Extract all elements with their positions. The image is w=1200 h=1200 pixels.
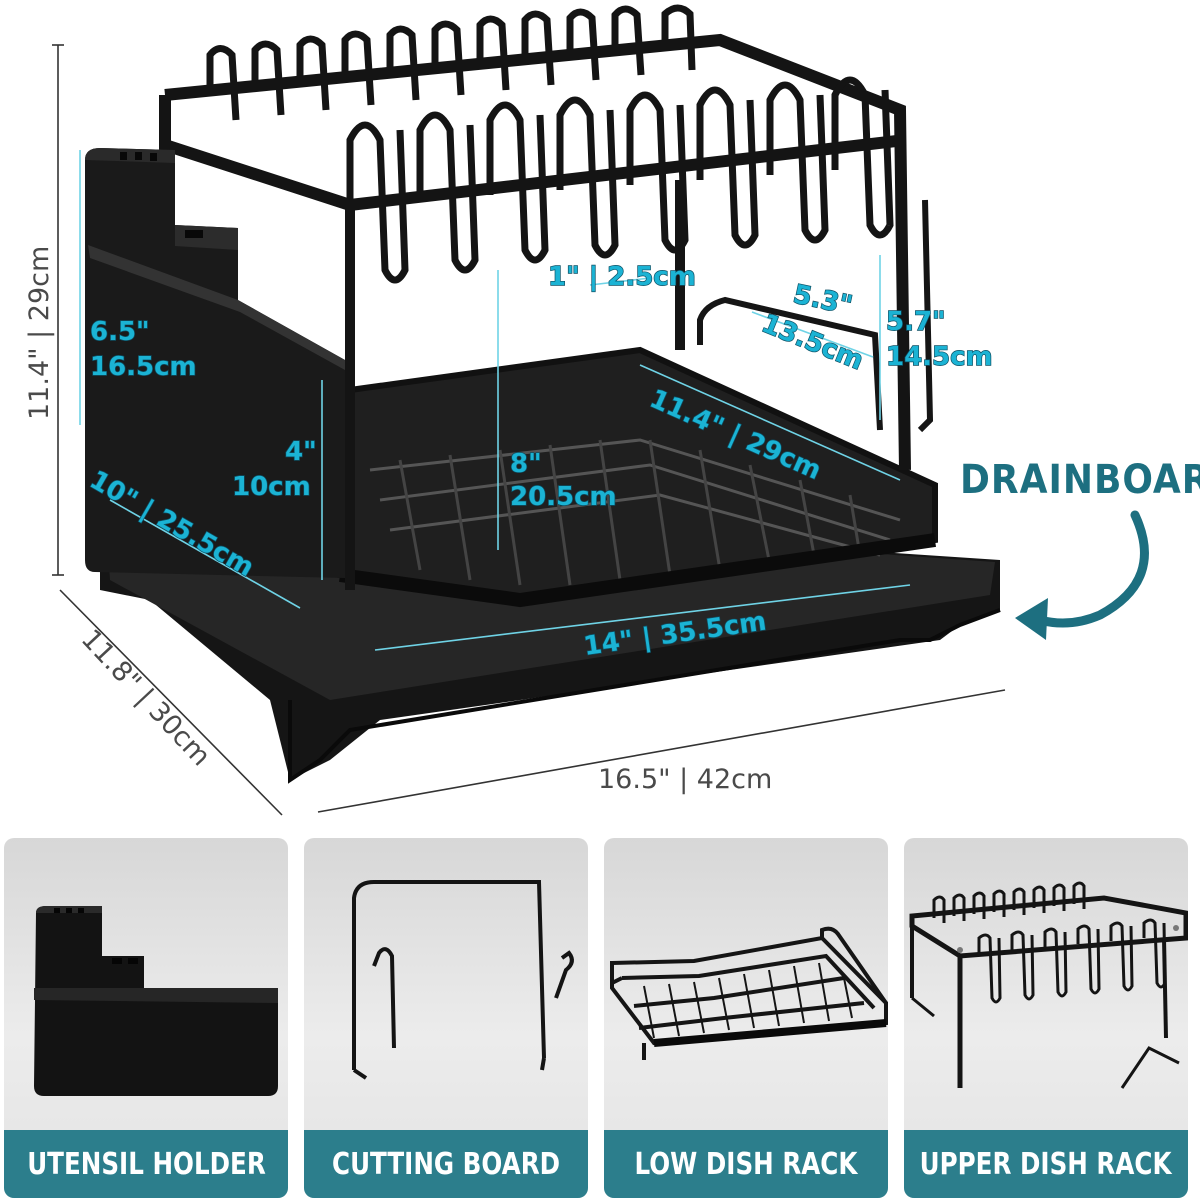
cyan-dimension-guides — [79, 150, 911, 651]
low-dish-rack-illustration — [336, 346, 938, 608]
overall-depth-label: 11.8" | 30cm — [75, 624, 217, 773]
cup-depth-label-cm: 10cm — [232, 472, 311, 502]
board-height-label-cm: 14.5cm — [886, 342, 993, 372]
product-hero-illustration: 11.4" | 29cm 11.8" | 30cm 16.5" | 42cm — [24, 4, 1200, 816]
upper-dish-rack-illustration — [159, 4, 911, 590]
overall-height-label: 11.4" | 29cm — [24, 246, 55, 420]
component-label-low-dish-rack: LOW DISH RACK — [604, 1130, 888, 1198]
utensil-holder-illustration — [85, 148, 345, 578]
component-label-upper-dish-rack: UPPER DISH RACK — [904, 1130, 1188, 1198]
cutting-board-holder-illustration — [697, 199, 934, 433]
clearance-label-cm: 20.5cm — [510, 482, 617, 512]
tine-gap-label: 1" | 2.5cm — [548, 262, 696, 292]
component-panel-upper-dish-rack: UPPER DISH RACK — [904, 838, 1188, 1198]
overall-width-label: 16.5" | 42cm — [598, 764, 772, 795]
holder-height-label-cm: 16.5cm — [90, 352, 197, 382]
clearance-label-in: 8" — [510, 449, 542, 479]
utensil-holder-image — [34, 906, 278, 1096]
holder-height-label-in: 6.5" — [90, 317, 150, 347]
curved-arrow-icon — [1015, 510, 1149, 640]
low-dish-rack-image — [610, 926, 888, 1060]
upper-dish-rack-image — [909, 881, 1188, 1089]
component-panel-utensil-holder: UTENSIL HOLDER — [4, 838, 288, 1198]
cup-depth-label-in: 4" — [285, 437, 317, 467]
board-height-label-in: 5.7" — [886, 307, 946, 337]
drainboard-callout: DRAINBOARD — [960, 457, 1200, 503]
component-panel-cutting-board: CUTTING BOARD — [304, 838, 588, 1198]
component-panel-low-dish-rack: LOW DISH RACK — [604, 838, 888, 1198]
component-label-utensil-holder: UTENSIL HOLDER — [4, 1130, 288, 1198]
component-label-cutting-board: CUTTING BOARD — [304, 1130, 588, 1198]
cutting-board-image — [352, 880, 574, 1080]
overall-dimension-lines — [52, 44, 1006, 816]
